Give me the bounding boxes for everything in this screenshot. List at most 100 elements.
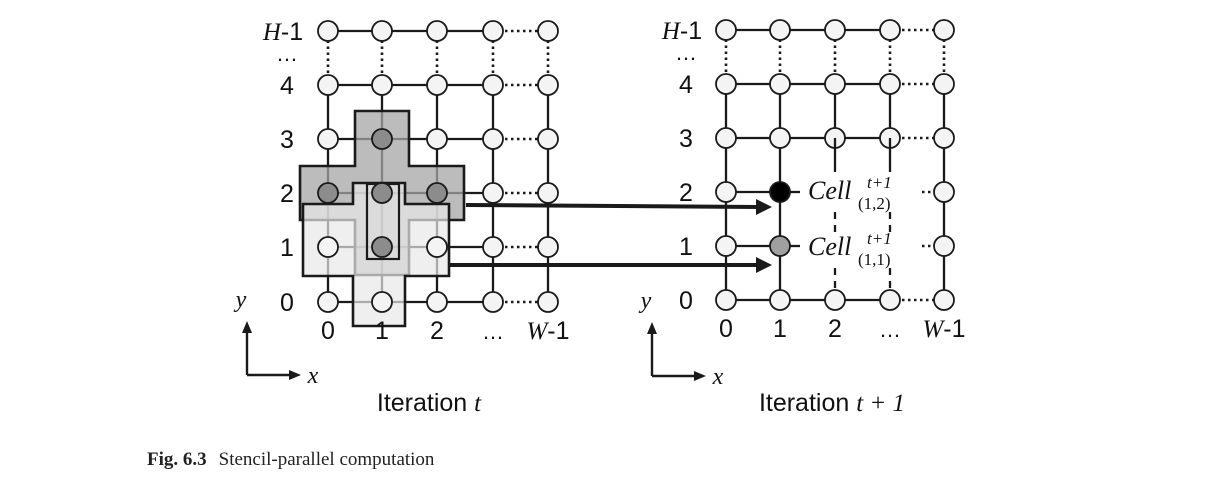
row-label: 1 <box>280 234 294 262</box>
grid-node <box>933 181 955 203</box>
col-label-ellipsis: … <box>879 317 901 342</box>
x-axis-label: x <box>712 364 724 390</box>
grid-node <box>715 19 737 41</box>
y-axis-label: y <box>234 287 247 313</box>
col-label-last: W-1 <box>526 317 569 345</box>
cell-label-base: Cell <box>808 176 851 205</box>
cell-label-base: Cell <box>808 232 851 261</box>
grid-node <box>769 127 791 149</box>
grid-node <box>317 236 339 258</box>
grid-node <box>715 127 737 149</box>
col-label: 2 <box>430 317 444 345</box>
grid-node <box>879 19 901 41</box>
y-axis-arrowhead <box>242 321 252 333</box>
cell-label-sup: t+1 <box>867 229 892 248</box>
grid-node <box>371 20 393 42</box>
row-label-top: H-1 <box>661 17 702 45</box>
y-axis-label: y <box>639 288 652 314</box>
grid-node <box>933 73 955 95</box>
arrow-upper-head <box>756 199 772 215</box>
x-axis-arrowhead <box>289 370 301 380</box>
grid-node <box>715 73 737 95</box>
grid-node <box>482 74 504 96</box>
row-label: 2 <box>280 180 294 208</box>
grid-node <box>317 20 339 42</box>
grid-node <box>426 74 448 96</box>
arrow-upper-line <box>465 203 759 209</box>
grid-node <box>482 182 504 204</box>
caption-label: Fig. 6.3 <box>147 449 207 470</box>
grid-node <box>933 19 955 41</box>
grid-node <box>715 235 737 257</box>
grid-node <box>537 128 559 150</box>
grid-node <box>371 182 393 204</box>
grid-node <box>426 128 448 150</box>
grid-node <box>933 235 955 257</box>
x-axis-arrowhead <box>694 371 706 381</box>
row-label: 4 <box>679 71 693 99</box>
caption-text: Stencil-parallel computation <box>218 449 435 470</box>
row-label-top: H-1 <box>262 18 303 46</box>
col-label-ellipsis: … <box>482 319 504 344</box>
iteration-title: Iteration t + 1 <box>759 389 905 417</box>
cell-label-sub: (1,2) <box>858 194 891 213</box>
grid-node <box>317 128 339 150</box>
grid-node <box>371 291 393 313</box>
grid-node <box>933 289 955 311</box>
grid-node <box>769 73 791 95</box>
grid-node <box>371 128 393 150</box>
grid-node <box>426 291 448 313</box>
cell-label-sub: (1,1) <box>858 250 891 269</box>
figure-caption: Fig. 6.3 Stencil-parallel computation <box>147 449 434 471</box>
arrow-lower-head <box>756 257 772 273</box>
grid-node <box>769 181 791 203</box>
col-label: 1 <box>773 315 787 343</box>
grid-node <box>769 19 791 41</box>
grid-node <box>537 236 559 258</box>
grid-node <box>715 289 737 311</box>
col-label: 0 <box>321 317 335 345</box>
cell-label-upper: Cell t+1 (1,2) <box>808 173 892 213</box>
grid-node <box>769 289 791 311</box>
grid-node <box>317 182 339 204</box>
update-arrows <box>449 199 772 273</box>
grid-node <box>879 73 901 95</box>
grid-node <box>933 127 955 149</box>
grid-node <box>482 291 504 313</box>
row-label: 1 <box>679 233 693 261</box>
row-label: 0 <box>679 287 693 315</box>
col-label: 1 <box>375 317 389 345</box>
grid-node <box>426 182 448 204</box>
grid-node <box>824 73 846 95</box>
cell-label-sup: t+1 <box>867 173 892 192</box>
grid-node <box>482 20 504 42</box>
row-label-ellipsis: … <box>276 41 298 66</box>
iteration-title: Iteration t <box>377 389 482 417</box>
x-axis-label: x <box>307 363 319 389</box>
grid-node <box>426 20 448 42</box>
row-label: 4 <box>280 72 294 100</box>
cell-label-lower: Cell t+1 (1,1) <box>808 229 892 269</box>
grid-node <box>426 236 448 258</box>
row-label: 3 <box>679 125 693 153</box>
col-label: 2 <box>828 315 842 343</box>
grid-node <box>317 291 339 313</box>
grid-node <box>537 291 559 313</box>
grid-node <box>482 236 504 258</box>
row-label: 3 <box>280 126 294 154</box>
grid-node <box>317 74 339 96</box>
col-label: 0 <box>719 315 733 343</box>
row-label: 0 <box>280 289 294 317</box>
grid-node <box>371 74 393 96</box>
grid-node <box>537 182 559 204</box>
col-label-last: W-1 <box>922 315 965 343</box>
grid-node <box>769 235 791 257</box>
row-label-ellipsis: … <box>675 40 697 65</box>
grid-node <box>715 181 737 203</box>
grid-node <box>371 236 393 258</box>
row-label: 2 <box>679 179 693 207</box>
grid-node <box>537 74 559 96</box>
